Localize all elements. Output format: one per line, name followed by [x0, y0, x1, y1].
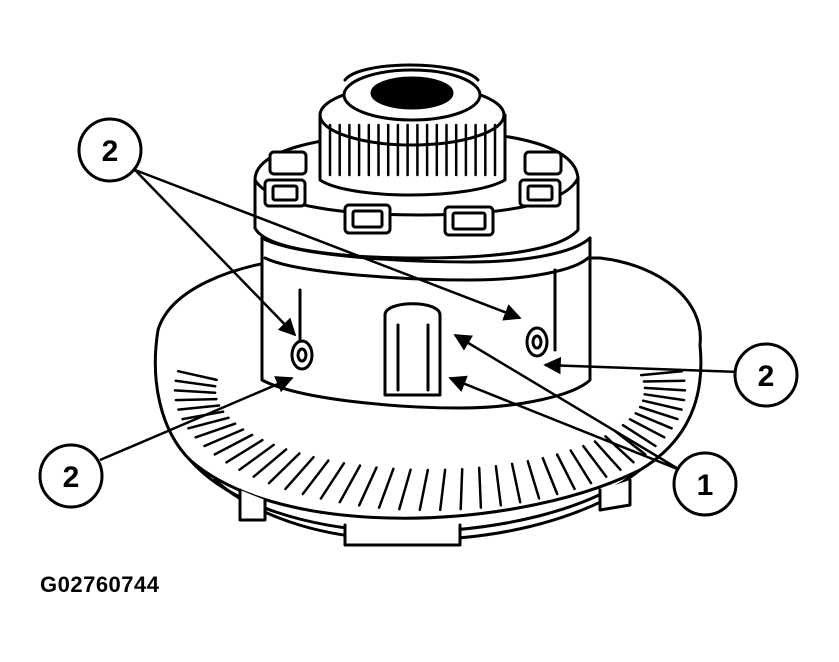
flange-bolts [263, 150, 563, 237]
callout-label: 2 [758, 360, 775, 393]
top-bearing [318, 63, 507, 197]
gear-tooth [203, 428, 245, 448]
gear-tooth [438, 468, 447, 512]
gear-tooth [569, 449, 593, 485]
gear-tooth [267, 452, 301, 485]
callout-top-left: 2 [77, 117, 143, 183]
callout-label: 2 [102, 135, 119, 168]
gear-tooth [357, 466, 378, 507]
gear-tooth [319, 462, 346, 500]
gear-tooth [621, 423, 657, 448]
gear-tooth [582, 444, 608, 478]
gear-tooth [628, 418, 666, 439]
gear-tooth [398, 468, 412, 511]
differential-case [260, 236, 592, 410]
gear-tooth [641, 399, 683, 411]
callout-bottom-left: 2 [38, 443, 104, 509]
leader-lines [99, 168, 741, 472]
gear-tooth [194, 422, 237, 439]
figure-code: G02760744 [40, 572, 160, 597]
gear-tooth [555, 453, 576, 491]
gear-tooth [225, 438, 264, 464]
gear-tooth [639, 369, 684, 377]
gear-tooth [634, 412, 673, 430]
gear-tooth [643, 386, 687, 392]
callout-right: 2 [733, 342, 799, 408]
gear-tooth [593, 440, 622, 472]
gear-tooth [301, 459, 330, 496]
gear-tooth [187, 416, 230, 430]
gear-tooth [338, 464, 362, 504]
lower-housing [238, 478, 632, 547]
gear-tooth [213, 433, 254, 456]
gear-tooth [494, 464, 503, 507]
gear-tooth [643, 393, 686, 402]
gear-tooth [604, 435, 635, 464]
callout-label: 2 [63, 461, 80, 494]
gear-tooth [252, 448, 288, 478]
callout-bottom-right: 1 [672, 451, 738, 517]
gear-tooth [238, 443, 275, 472]
gear-tooth [284, 455, 315, 491]
gear-tooth [176, 369, 218, 382]
callout-label: 1 [697, 469, 714, 502]
gear-tooth [510, 462, 522, 504]
gear-tooth [377, 467, 395, 509]
gear-tooth [642, 379, 686, 383]
gear-tooth [638, 405, 679, 421]
gear-tooth [173, 389, 217, 394]
gear-tooth [541, 456, 559, 496]
gear-tooth [177, 404, 221, 411]
gear-tooth [477, 466, 483, 509]
gear-tooth [459, 467, 464, 511]
gear-tooth [174, 379, 217, 388]
gear-tooth [526, 460, 541, 500]
gear-tooth [174, 397, 218, 402]
gear-tooth [418, 468, 430, 512]
